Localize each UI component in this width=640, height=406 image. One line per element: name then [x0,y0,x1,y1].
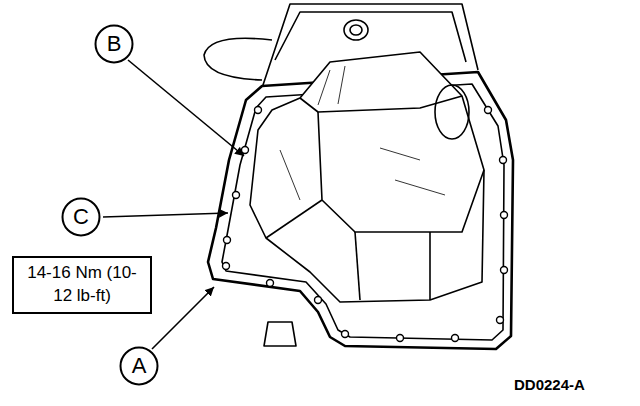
callout-circle: B [94,24,134,64]
callout-letter: C [73,206,89,228]
figure-code: DD0224-A [514,376,585,393]
callout-circle: A [119,346,159,386]
torque-spec-box: 14-16 Nm (10-12 lb-ft) [12,256,152,314]
callout-letter: B [107,33,122,55]
callout-letter: A [132,355,147,377]
callout-circle: C [61,197,101,237]
torque-value: 14-16 Nm (10-12 lb-ft) [26,262,138,308]
